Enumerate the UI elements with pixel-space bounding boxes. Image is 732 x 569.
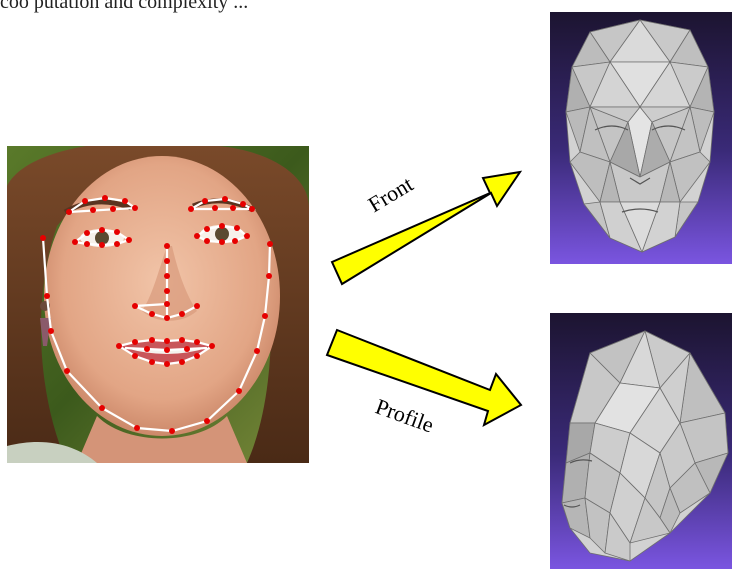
arrow-right-up-icon [332,172,520,284]
front-mesh-render [550,12,732,264]
profile-mesh-render [550,313,732,569]
